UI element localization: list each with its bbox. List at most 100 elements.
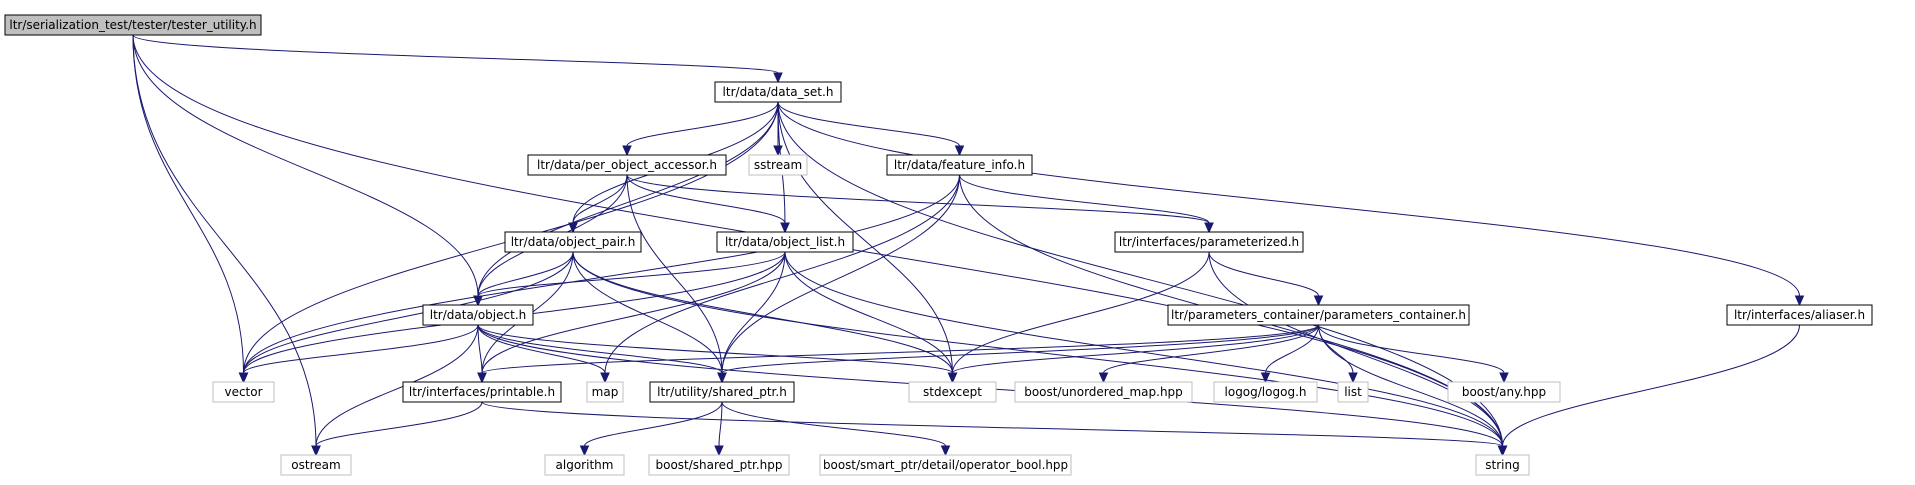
edge-object_list-to-shared_ptr xyxy=(721,251,786,374)
edge-parameters_container-to-boost_any xyxy=(1318,324,1505,374)
node-label: map xyxy=(592,385,619,399)
node-label: sstream xyxy=(754,158,802,172)
node-shared-ptr[interactable]: ltr/utility/shared_ptr.h xyxy=(649,381,795,403)
node-box xyxy=(648,454,790,476)
node-box xyxy=(908,381,997,403)
edge-per_object_accessor-to-parameterized xyxy=(626,174,1210,224)
node-logog: logog/logog.h xyxy=(1213,381,1318,403)
node-label: boost/smart_ptr/detail/operator_bool.hpp xyxy=(823,458,1068,472)
edge-tester_utility-to-data_set xyxy=(132,34,779,74)
edge-shared_ptr-to-operator_bool xyxy=(721,401,946,447)
arrowhead-parameters_container-to-list xyxy=(1348,372,1358,384)
node-label: algorithm xyxy=(556,458,614,472)
node-label: ltr/data/object_pair.h xyxy=(511,235,636,249)
arrowhead-parameters_container-to-unordered_map xyxy=(1098,372,1109,384)
edge-per_object_accessor-to-shared_ptr xyxy=(626,174,723,374)
node-string: string xyxy=(1475,454,1530,476)
edge-feature_info-to-shared_ptr xyxy=(721,174,960,374)
node-label: ostream xyxy=(291,458,340,472)
arrowhead-object-to-map xyxy=(600,372,610,384)
node-ostream: ostream xyxy=(280,454,352,476)
edge-parameters_container-to-shared_ptr xyxy=(721,324,1319,374)
node-boost-any: boost/any.hpp xyxy=(1447,381,1561,403)
arrowhead-shared_ptr-to-operator_bool xyxy=(940,445,951,457)
edge-aliaser-to-string xyxy=(1502,324,1800,447)
node-label: ltr/data/per_object_accessor.h xyxy=(537,158,717,172)
edge-object-to-stdexcept xyxy=(477,324,953,374)
edge-object-to-printable xyxy=(477,324,483,374)
node-box xyxy=(1213,381,1318,403)
node-label: vector xyxy=(224,385,262,399)
node-box xyxy=(1475,454,1530,476)
arrowhead-feature_info-to-parameterized xyxy=(1204,222,1214,234)
arrowhead-tester_utility-to-data_set xyxy=(773,72,783,84)
edge-object_pair-to-shared_ptr xyxy=(572,251,723,374)
node-object-list[interactable]: ltr/data/object_list.h xyxy=(716,231,854,253)
node-parameterized[interactable]: ltr/interfaces/parameterized.h xyxy=(1114,231,1304,253)
node-label: list xyxy=(1344,385,1362,399)
node-label: string xyxy=(1485,458,1519,472)
arrowhead-parameters_container-to-shared_ptr xyxy=(717,372,727,384)
edge-object_list-to-string xyxy=(784,251,1503,447)
node-label: logog/logog.h xyxy=(1225,385,1307,399)
node-algorithm: algorithm xyxy=(544,454,625,476)
edge-object-to-shared_ptr xyxy=(477,324,723,374)
node-printable[interactable]: ltr/interfaces/printable.h xyxy=(402,381,562,403)
node-operator-bool: boost/smart_ptr/detail/operator_bool.hpp xyxy=(819,454,1072,476)
edge-object_list-to-printable xyxy=(481,251,786,374)
edge-object_list-to-object xyxy=(477,251,786,297)
arrowhead-per_object_accessor-to-object_list xyxy=(780,222,790,234)
node-parameters-container[interactable]: ltr/parameters_container/parameters_cont… xyxy=(1167,304,1470,326)
node-tester-utility[interactable]: ltr/serialization_test/tester/tester_uti… xyxy=(4,14,262,36)
node-label: ltr/data/object.h xyxy=(430,308,527,322)
node-label: ltr/interfaces/printable.h xyxy=(409,385,555,399)
arrowhead-shared_ptr-to-algorithm xyxy=(579,445,590,457)
edge-shared_ptr-to-algorithm xyxy=(584,401,723,447)
edge-printable-to-ostream xyxy=(315,401,483,447)
node-label: ltr/data/data_set.h xyxy=(723,85,834,99)
node-stdexcept: stdexcept xyxy=(908,381,997,403)
edge-per_object_accessor-to-object_pair xyxy=(572,174,628,224)
node-object[interactable]: ltr/data/object.h xyxy=(422,304,534,326)
arrowhead-data_set-to-feature_info xyxy=(954,145,965,157)
node-box xyxy=(544,454,625,476)
arrowhead-parameters_container-to-stdexcept xyxy=(947,372,958,384)
edge-parameters_container-to-stdexcept xyxy=(952,324,1319,374)
edge-data_set-to-aliaser xyxy=(777,101,1800,297)
node-object-pair[interactable]: ltr/data/object_pair.h xyxy=(504,231,642,253)
node-box xyxy=(649,381,795,403)
edge-feature_info-to-vector xyxy=(243,174,960,374)
node-label: stdexcept xyxy=(923,385,982,399)
node-unordered-map: boost/unordered_map.hpp xyxy=(1014,381,1193,403)
node-box xyxy=(422,304,534,326)
edge-parameters_container-to-string xyxy=(1318,324,1503,447)
edge-data_set-to-per_object_accessor xyxy=(626,101,779,147)
edge-parameterized-to-parameters_container xyxy=(1208,251,1319,297)
edge-tester_utility-to-vector xyxy=(132,34,244,374)
arrowhead-printable-to-ostream xyxy=(311,445,321,457)
arrowhead-parameters_container-to-printable xyxy=(477,372,487,384)
node-box xyxy=(714,81,842,103)
node-vector: vector xyxy=(212,381,275,403)
edge-object_pair-to-object xyxy=(477,251,574,297)
arrowhead-object-to-vector xyxy=(238,372,249,384)
edge-tester_utility-to-ostream xyxy=(132,34,317,447)
node-data-set[interactable]: ltr/data/data_set.h xyxy=(714,81,842,103)
node-box xyxy=(1337,381,1369,403)
node-box xyxy=(4,14,262,36)
node-box xyxy=(1726,304,1873,326)
node-box xyxy=(1447,381,1561,403)
node-boost-shared-ptr: boost/shared_ptr.hpp xyxy=(648,454,790,476)
edge-object_pair-to-string xyxy=(572,251,1503,447)
node-box xyxy=(402,381,562,403)
node-box xyxy=(748,154,808,176)
node-per-object-accessor[interactable]: ltr/data/per_object_accessor.h xyxy=(527,154,727,176)
node-box xyxy=(1014,381,1193,403)
edge-shared_ptr-to-boost_shared_ptr xyxy=(718,401,723,447)
node-box xyxy=(1114,231,1304,253)
node-aliaser[interactable]: ltr/interfaces/aliaser.h xyxy=(1726,304,1873,326)
node-feature-info[interactable]: ltr/data/feature_info.h xyxy=(886,154,1033,176)
edge-object-to-vector xyxy=(243,324,479,374)
node-box xyxy=(280,454,352,476)
node-label: ltr/interfaces/aliaser.h xyxy=(1734,308,1865,322)
